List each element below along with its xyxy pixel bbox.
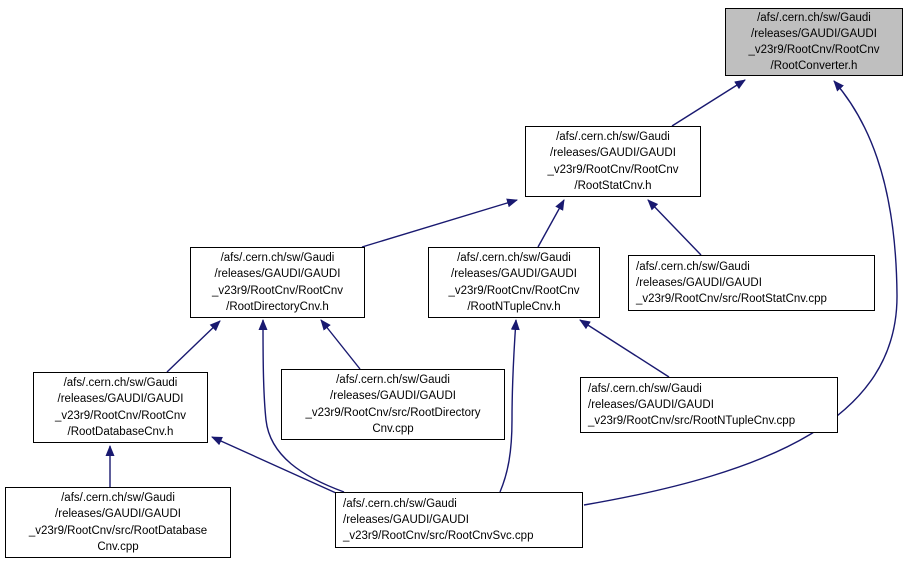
edge-rootstatcnv-h-to-rootconverter-h: [671, 79, 746, 127]
node-rootstatcnv-cpp[interactable]: /afs/.cern.ch/sw/Gaudi /releases/GAUDI/G…: [628, 255, 875, 311]
edge-rootstatcnv-cpp-to-rootstatcnv-h: [647, 199, 702, 256]
edge-rootcnvsvc-cpp-to-rootconverter-h: [583, 80, 898, 506]
node-rootntuplecnv-h[interactable]: /afs/.cern.ch/sw/Gaudi /releases/GAUDI/G…: [428, 247, 600, 318]
node-rootstatcnv-h[interactable]: /afs/.cern.ch/sw/Gaudi /releases/GAUDI/G…: [525, 126, 701, 197]
edge-rootcnvsvc-cpp-to-rootdatabasecnv-h: [211, 436, 337, 494]
edge-rootntuplecnv-cpp-to-rootntuplecnv-h: [579, 319, 670, 378]
edge-rootdirectorycnv-cpp-to-rootdirectorycnv-h: [320, 319, 361, 370]
node-rootcnvsvc-cpp[interactable]: /afs/.cern.ch/sw/Gaudi /releases/GAUDI/G…: [335, 492, 583, 548]
node-rootdirectorycnv-h[interactable]: /afs/.cern.ch/sw/Gaudi /releases/GAUDI/G…: [190, 247, 365, 318]
node-rootdatabasecnv-cpp[interactable]: /afs/.cern.ch/sw/Gaudi /releases/GAUDI/G…: [5, 487, 231, 558]
edge-rootdirectorycnv-h-to-rootstatcnv-h: [361, 198, 518, 248]
edge-rootcnvsvc-cpp-to-rootdirectorycnv-h: [258, 319, 345, 493]
edge-rootcnvsvc-cpp-to-rootntuplecnv-h: [499, 319, 520, 493]
node-rootconverter-h[interactable]: /afs/.cern.ch/sw/Gaudi /releases/GAUDI/G…: [725, 8, 903, 76]
node-rootdirectorycnv-cpp[interactable]: /afs/.cern.ch/sw/Gaudi /releases/GAUDI/G…: [281, 369, 505, 440]
node-rootdatabasecnv-h[interactable]: /afs/.cern.ch/sw/Gaudi /releases/GAUDI/G…: [33, 372, 208, 443]
edge-rootdatabasecnv-h-to-rootdirectorycnv-h: [166, 320, 221, 373]
edge-rootntuplecnv-h-to-rootstatcnv-h: [537, 199, 565, 248]
node-rootntuplecnv-cpp[interactable]: /afs/.cern.ch/sw/Gaudi /releases/GAUDI/G…: [580, 377, 838, 433]
